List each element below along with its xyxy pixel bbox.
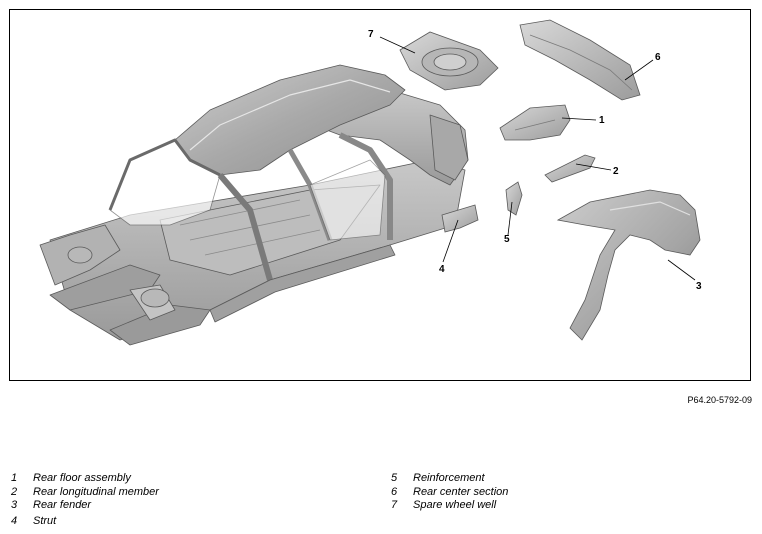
part-rear-fender (556, 189, 701, 341)
legend-number: 2 (11, 486, 18, 498)
body-shell-illustration: 7 6 1 2 5 4 3 (39, 19, 702, 346)
part-rear-center-section (519, 19, 641, 101)
legend-number: 6 (391, 486, 398, 498)
callout-6: 6 (655, 52, 661, 63)
part-reinforcement (505, 181, 523, 216)
legend-number: 3 (11, 499, 18, 511)
callout-1: 1 (599, 115, 605, 126)
legend-number: 5 (391, 472, 398, 484)
legend-label: Rear longitudinal member (33, 486, 159, 498)
legend-label: Spare wheel well (413, 499, 497, 511)
figure-code: P64.20-5792-09 (687, 395, 752, 405)
legend-label: Strut (33, 515, 57, 527)
leader-line-1 (561, 117, 597, 121)
part-rear-longitudinal-member (544, 154, 596, 183)
part-spare-wheel-well (399, 31, 499, 91)
legend-label: Reinforcement (413, 472, 485, 484)
leader-line-7 (379, 36, 416, 54)
callout-7: 7 (368, 29, 374, 40)
legend-label: Rear center section (413, 486, 509, 498)
legend-label: Rear floor assembly (33, 472, 131, 484)
part-strut (441, 204, 479, 233)
callout-5: 5 (504, 234, 510, 245)
car-body-shell (39, 64, 469, 346)
legend-label: Rear fender (33, 499, 92, 511)
leader-line-4 (442, 219, 459, 263)
legend-number: 7 (391, 499, 398, 511)
callout-2: 2 (613, 166, 619, 177)
callout-4: 4 (439, 264, 445, 275)
callout-3: 3 (696, 281, 702, 292)
part-rear-floor-assembly (499, 104, 571, 141)
leader-line-5 (507, 201, 513, 236)
leader-lines (379, 36, 696, 281)
diagram-frame: 7 6 1 2 5 4 3 (9, 9, 751, 381)
leader-line-3 (667, 259, 696, 281)
leader-line-6 (624, 59, 654, 81)
legend-number: 4 (11, 515, 18, 527)
legend-number: 1 (11, 472, 18, 484)
leader-line-2 (575, 163, 612, 171)
